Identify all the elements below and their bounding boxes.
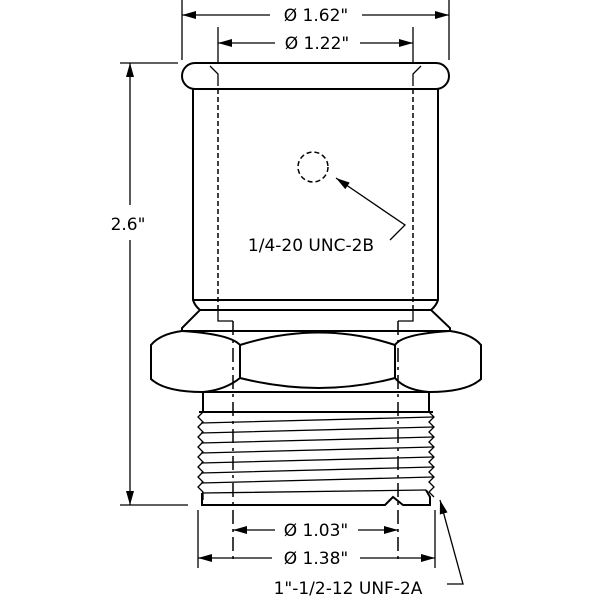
thread-major-diameter-label: Ø 1.38" — [284, 549, 348, 569]
body — [181, 89, 451, 331]
thread-minor-diameter-label: Ø 1.03" — [284, 521, 348, 541]
inner-bore-diameter-label: Ø 1.22" — [285, 34, 349, 54]
side-port-hole — [297, 151, 329, 183]
dimension-thread-major: Ø 1.38" — [197, 510, 436, 569]
top-flange — [181, 62, 450, 90]
side-port-thread-label: 1/4-20 UNC-2B — [248, 236, 374, 256]
dimension-outer-flange: Ø 1.62" — [181, 0, 450, 60]
side-port-callout: 1/4-20 UNC-2B — [248, 177, 407, 256]
dimension-inner-bore: Ø 1.22" — [217, 27, 414, 62]
main-thread-callout: 1"-1/2-12 UNF-2A — [274, 499, 464, 599]
outer-flange-diameter-label: Ø 1.62" — [284, 6, 348, 26]
hex-nut — [150, 330, 482, 393]
threaded-section — [197, 321, 435, 560]
overall-height-label: 2.6" — [111, 215, 146, 235]
main-thread-label: 1"-1/2-12 UNF-2A — [274, 579, 423, 599]
dimension-overall-height: 2.6" — [111, 62, 188, 506]
dimension-thread-minor: Ø 1.03" — [233, 521, 398, 541]
